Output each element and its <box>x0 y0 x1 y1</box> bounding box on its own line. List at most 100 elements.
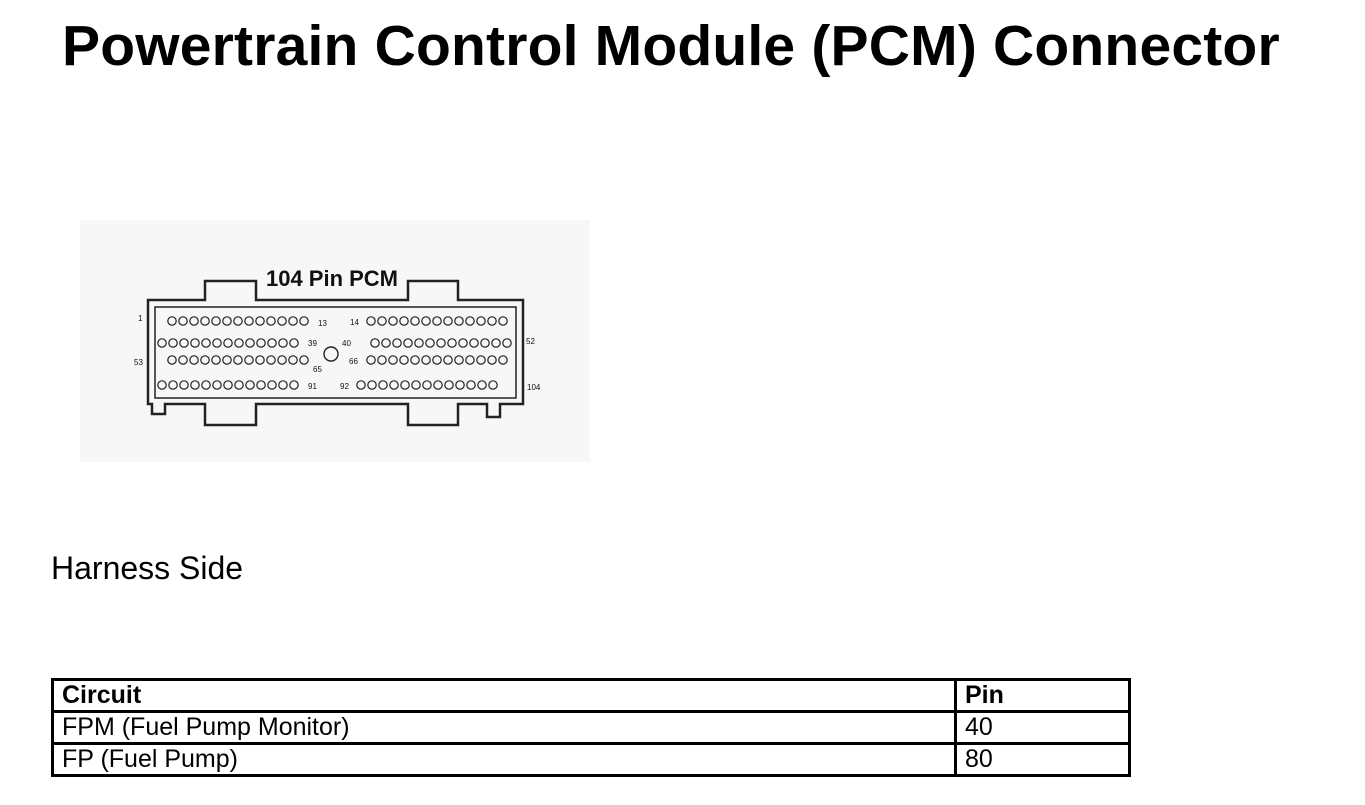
pin-hole <box>432 316 442 326</box>
pin-hole <box>200 355 210 365</box>
pin-hole <box>200 316 210 326</box>
pin-hole <box>189 316 199 326</box>
pin-hole <box>436 338 446 348</box>
pin-hole <box>244 355 254 365</box>
pin-hole <box>410 316 420 326</box>
pin-hole <box>487 316 497 326</box>
cell-pin: 80 <box>954 742 1131 777</box>
connector-inner-frame <box>154 306 517 399</box>
pin-hole <box>399 355 409 365</box>
pin-hole <box>278 338 288 348</box>
pin-hole <box>266 316 276 326</box>
pin-hole <box>498 355 508 365</box>
pin-hole <box>377 316 387 326</box>
pin-hole <box>443 316 453 326</box>
pin-hole <box>233 355 243 365</box>
pin-hole <box>356 380 366 390</box>
pin-hole <box>179 338 189 348</box>
pin-hole <box>488 380 498 390</box>
pin-hole <box>465 355 475 365</box>
pin-hole <box>502 338 512 348</box>
pin-hole <box>392 338 402 348</box>
pin-hole <box>288 316 298 326</box>
connector-housing <box>146 279 525 427</box>
pin-hole <box>469 338 479 348</box>
pin-hole <box>212 338 222 348</box>
pin-hole <box>278 380 288 390</box>
pin-hole <box>425 338 435 348</box>
pin-label-40: 40 <box>342 339 351 348</box>
connector-label: 104 Pin PCM <box>266 266 398 291</box>
pin-hole <box>377 355 387 365</box>
pin-hole <box>255 316 265 326</box>
pin-hole <box>201 338 211 348</box>
pin-hole <box>168 338 178 348</box>
pin-hole <box>244 316 254 326</box>
pin-hole <box>179 380 189 390</box>
pin-hole <box>222 316 232 326</box>
pin-label-104: 104 <box>527 383 541 392</box>
pin-hole <box>458 338 468 348</box>
pin-hole <box>211 316 221 326</box>
connector-svg: 104 Pin PCM 1 13 14 52 39 40 53 65 66 91… <box>134 266 541 427</box>
pin-hole <box>223 338 233 348</box>
pin-hole <box>267 338 277 348</box>
pin-hole <box>167 355 177 365</box>
cell-circuit: FP (Fuel Pump) <box>51 742 957 777</box>
pin-hole <box>411 380 421 390</box>
pin-hole <box>201 380 211 390</box>
pin-hole <box>189 355 199 365</box>
pin-hole <box>399 316 409 326</box>
pin-hole <box>366 316 376 326</box>
pin-hole <box>267 380 277 390</box>
pin-hole <box>190 338 200 348</box>
page-title: Powertrain Control Module (PCM) Connecto… <box>62 14 1280 78</box>
pin-hole <box>245 338 255 348</box>
pin-hole <box>178 316 188 326</box>
pin-hole <box>299 316 309 326</box>
pin-label-91: 91 <box>308 382 317 391</box>
pin-hole <box>422 380 432 390</box>
pin-hole <box>410 355 420 365</box>
pin-hole <box>432 355 442 365</box>
pin-hole <box>157 380 167 390</box>
pin-hole <box>378 380 388 390</box>
pin-hole <box>245 380 255 390</box>
harness-side-label: Harness Side <box>51 550 244 586</box>
header-circuit: Circuit <box>51 678 957 713</box>
pin-hole <box>288 355 298 365</box>
cell-circuit: FPM (Fuel Pump Monitor) <box>51 710 957 745</box>
pin-hole <box>167 316 177 326</box>
pin-hole <box>212 380 222 390</box>
pin-label-92: 92 <box>340 382 349 391</box>
pin-holes <box>157 316 512 390</box>
pin-hole <box>421 316 431 326</box>
pin-hole <box>367 380 377 390</box>
pin-hole <box>277 355 287 365</box>
pin-hole <box>388 316 398 326</box>
pin-label-65: 65 <box>313 365 322 374</box>
table-row: FPM (Fuel Pump Monitor) 40 <box>51 710 1131 745</box>
pin-hole <box>381 338 391 348</box>
pin-hole <box>476 355 486 365</box>
pin-hole <box>433 380 443 390</box>
pin-hole <box>299 355 309 365</box>
table-row: FP (Fuel Pump) 80 <box>51 742 1131 777</box>
pin-hole <box>454 316 464 326</box>
pin-label-39: 39 <box>308 339 317 348</box>
table-header-row: Circuit Pin <box>51 678 1131 713</box>
pin-label-13: 13 <box>318 319 327 328</box>
pin-hole <box>289 380 299 390</box>
pin-hole <box>421 355 431 365</box>
pin-label-52: 52 <box>526 337 535 346</box>
pin-hole <box>400 380 410 390</box>
pin-label-14: 14 <box>350 318 359 327</box>
pin-label-66: 66 <box>349 357 358 366</box>
pin-hole <box>447 338 457 348</box>
pin-hole <box>466 380 476 390</box>
pin-hole <box>388 355 398 365</box>
pin-hole <box>477 380 487 390</box>
pin-hole <box>178 355 188 365</box>
pin-hole <box>277 316 287 326</box>
pin-hole <box>266 355 276 365</box>
